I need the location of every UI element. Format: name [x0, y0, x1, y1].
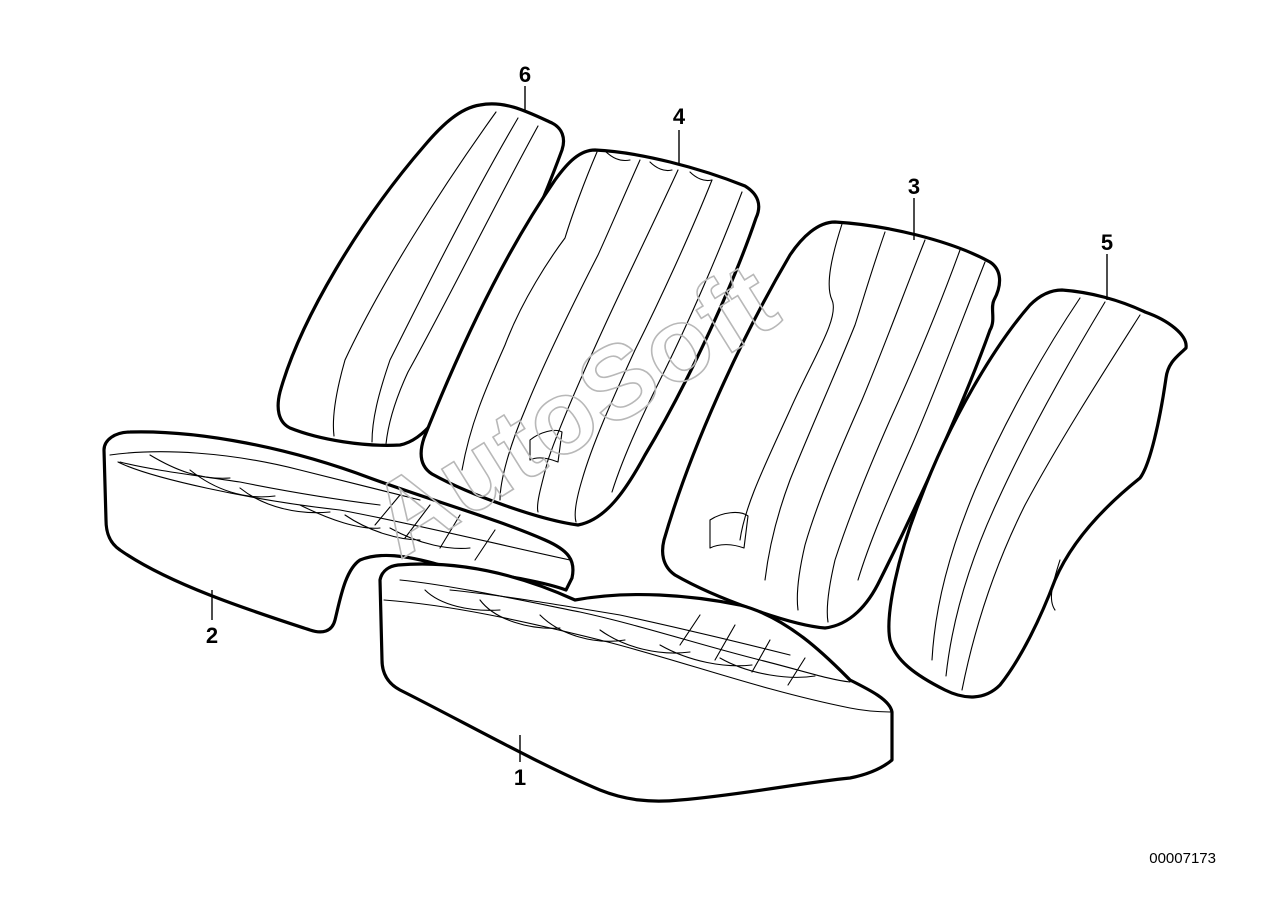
callout-6: 6: [519, 62, 531, 87]
backrest-center-left: [419, 148, 761, 527]
callout-4: 4: [673, 104, 686, 129]
callout-3: 3: [908, 174, 920, 199]
callout-labels: 6 4 3 5 2 1: [206, 62, 1113, 790]
backrest-left-side-panel: [276, 102, 566, 447]
seat-cushion-left: [102, 430, 575, 634]
leader-lines: [211, 86, 1108, 762]
callout-1: 1: [514, 765, 526, 790]
seat-cushion-right: [378, 562, 894, 803]
drawing-number: 00007173: [1149, 850, 1216, 867]
backrest-center-right: [661, 220, 1002, 630]
callout-2: 2: [206, 623, 218, 648]
backrest-right-side-panel: [887, 288, 1188, 699]
callout-5: 5: [1101, 230, 1113, 255]
